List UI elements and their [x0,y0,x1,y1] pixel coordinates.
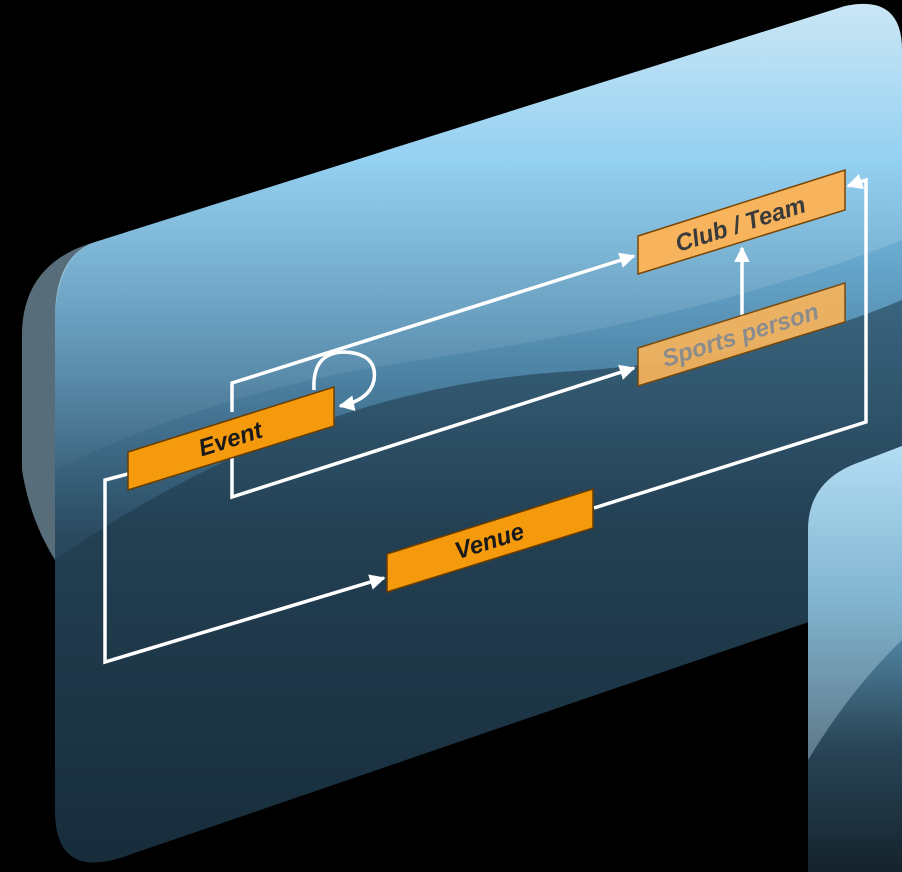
main-panel [22,3,902,863]
edge-event-self-loop [312,350,377,411]
secondary-panel [808,446,902,872]
edge-venue-to-club-team [593,174,868,510]
edge-event-to-club-team [230,252,636,412]
edge-event-to-venue [103,472,386,665]
